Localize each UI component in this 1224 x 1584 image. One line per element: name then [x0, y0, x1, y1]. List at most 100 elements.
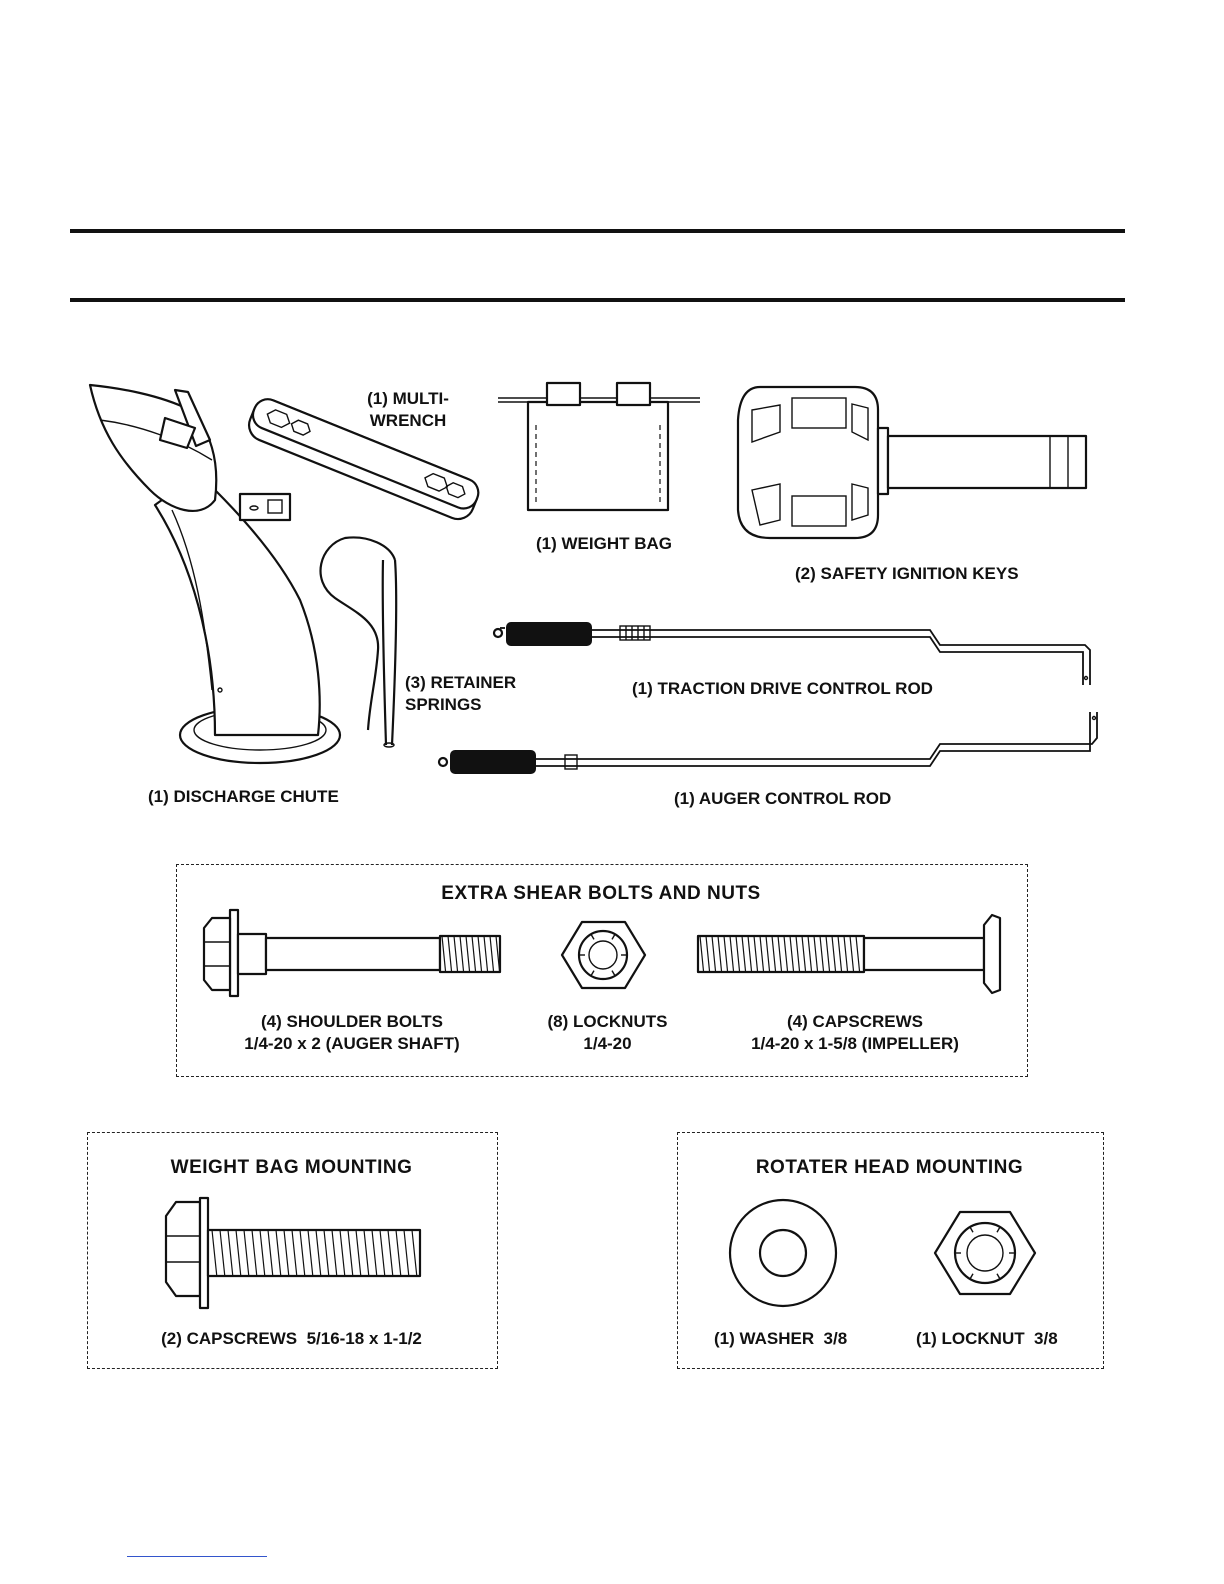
washer-drawing — [728, 1198, 838, 1308]
capscrew-impeller-thread — [837, 935, 843, 973]
capscrew-weight-thread — [243, 1229, 250, 1277]
locknut-large-label: (1) LOCKNUT 3/8 — [916, 1329, 1058, 1348]
locknut-large-tab — [996, 1226, 1001, 1233]
capscrew-impeller-thread — [705, 935, 711, 973]
capscrew-weight-thread — [291, 1229, 298, 1277]
traction-rod-label: (1) TRACTION DRIVE CONTROL ROD — [632, 679, 933, 698]
capscrew-weight-thread — [307, 1229, 314, 1277]
locknut-small-tab — [611, 933, 616, 940]
locknut-large-tab — [996, 1273, 1001, 1280]
shoulder-bolt-thread — [453, 935, 459, 973]
top-rule — [70, 229, 1125, 233]
capscrew-impeller-thread — [783, 935, 789, 973]
capscrew-impeller-thread — [819, 935, 825, 973]
shoulder-bolt-thread — [489, 935, 495, 973]
locknut-large-drawing — [933, 1210, 1037, 1296]
capscrew-weight-thread — [371, 1229, 378, 1277]
capscrew-impeller-thread — [759, 935, 765, 973]
capscrew-weight-thread — [283, 1229, 290, 1277]
capscrew-weight-thread — [235, 1229, 242, 1277]
shoulder-bolt-thread — [441, 935, 447, 973]
shoulder-bolt-thread — [471, 935, 477, 973]
capscrew-impeller-thread — [723, 935, 729, 973]
capscrew-impeller-thread — [741, 935, 747, 973]
retainer-spring-drawing — [319, 536, 398, 748]
capscrew-weight-thread — [355, 1229, 362, 1277]
capscrew-impeller-thread — [849, 935, 855, 973]
capscrew-impeller-thread — [699, 935, 705, 973]
capscrew-weight-thread — [395, 1229, 402, 1277]
capscrew-impeller-thread — [813, 935, 819, 973]
discharge-chute-label: (1) DISCHARGE CHUTE — [148, 787, 339, 806]
capscrew-weight-thread — [227, 1229, 234, 1277]
shoulder-bolt-thread — [465, 935, 471, 973]
capscrew-impeller-thread — [795, 935, 801, 973]
locknut-large-tab — [969, 1273, 974, 1280]
capscrew-weight-thread — [259, 1229, 266, 1277]
capscrew-impeller-thread — [771, 935, 777, 973]
capscrew-impeller-thread — [825, 935, 831, 973]
weight-bag-mounting-box — [87, 1132, 498, 1369]
capscrew-weight-thread — [331, 1229, 338, 1277]
capscrew-weight-thread — [387, 1229, 394, 1277]
capscrew-impeller-thread — [753, 935, 759, 973]
locknut-small-drawing — [560, 920, 647, 990]
capscrew-weight-drawing — [164, 1196, 422, 1310]
capscrew-impeller-thread — [855, 935, 861, 973]
capscrews-weight-label: (2) CAPSCREWS 5/16-18 x 1-1/2 — [161, 1329, 422, 1348]
capscrew-impeller-thread — [831, 935, 837, 973]
shear-bolts-box — [176, 864, 1028, 1077]
capscrew-weight-thread — [315, 1229, 322, 1277]
capscrew-weight-thread — [339, 1229, 346, 1277]
capscrews-impeller-label: (4) CAPSCREWS 1/4-20 x 1-5/8 (IMPELLER) — [751, 1012, 959, 1053]
capscrew-impeller-thread — [807, 935, 813, 973]
retainer-springs-label: (3) RETAINER SPRINGS — [405, 673, 517, 714]
shoulder-bolt-thread — [483, 935, 489, 973]
auger-rod-label: (1) AUGER CONTROL ROD — [674, 789, 892, 808]
capscrew-impeller-thread — [777, 935, 783, 973]
capscrew-impeller-thread — [735, 935, 741, 973]
capscrew-impeller-thread — [711, 935, 717, 973]
auger-rod-drawing — [437, 712, 1098, 774]
locknuts-label: (8) LOCKNUTS 1/4-20 — [547, 1012, 668, 1053]
capscrew-weight-thread — [411, 1229, 418, 1277]
weight-bag-drawing — [498, 381, 700, 512]
ignition-key-drawing — [736, 385, 1088, 540]
capscrew-weight-thread — [379, 1229, 386, 1277]
capscrew-weight-thread — [347, 1229, 354, 1277]
capscrew-weight-thread — [275, 1229, 282, 1277]
ignition-keys-label: (2) SAFETY IGNITION KEYS — [795, 564, 1019, 583]
capscrew-weight-thread — [403, 1229, 410, 1277]
capscrew-impeller-thread — [789, 935, 795, 973]
shoulder-bolts-label: (4) SHOULDER BOLTS 1/4-20 x 2 (AUGER SHA… — [244, 1012, 460, 1053]
locknut-small-tab — [611, 970, 616, 977]
shoulder-bolt-thread — [495, 935, 501, 973]
capscrew-impeller-thread — [801, 935, 807, 973]
weight-bag-mounting-title: WEIGHT BAG MOUNTING — [170, 1157, 413, 1178]
locknut-large-tab — [969, 1226, 974, 1233]
rotater-head-mounting-title: ROTATER HEAD MOUNTING — [755, 1157, 1024, 1178]
multi-wrench-label: (1) MULTI- WRENCH — [367, 389, 449, 430]
rotater-head-mounting-box — [677, 1132, 1104, 1369]
capscrew-impeller-thread — [729, 935, 735, 973]
capscrew-weight-thread — [363, 1229, 370, 1277]
capscrew-weight-thread — [299, 1229, 306, 1277]
capscrew-weight-thread — [211, 1229, 218, 1277]
capscrew-impeller-thread — [843, 935, 849, 973]
shoulder-bolt-thread — [477, 935, 483, 973]
capscrew-impeller-thread — [717, 935, 723, 973]
discharge-chute-drawing — [88, 383, 342, 765]
shear-bolts-title: EXTRA SHEAR BOLTS AND NUTS — [441, 883, 761, 904]
washer-label: (1) WASHER 3/8 — [714, 1329, 848, 1348]
capscrew-impeller-thread — [765, 935, 771, 973]
capscrew-weight-thread — [267, 1229, 274, 1277]
capscrew-weight-thread — [219, 1229, 226, 1277]
capscrew-impeller-thread — [747, 935, 753, 973]
footer-link-underline — [127, 1556, 267, 1557]
multi-wrench-drawing — [247, 398, 480, 521]
traction-rod-drawing — [492, 622, 1091, 685]
shoulder-bolt-thread — [459, 935, 465, 973]
locknut-small-tab — [590, 933, 595, 940]
locknut-small-tab — [590, 970, 595, 977]
